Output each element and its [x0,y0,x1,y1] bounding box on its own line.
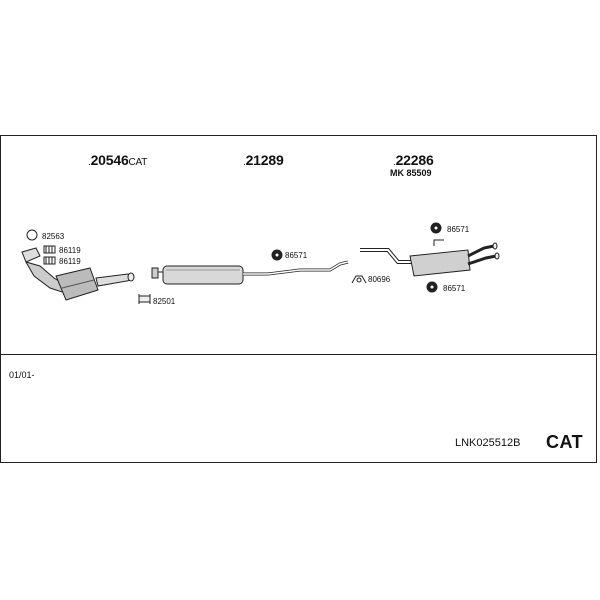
rubber-hanger-icon-b[interactable] [430,222,442,234]
clamp-ring-icon[interactable] [26,229,38,241]
kit-code: LNK025512B [455,437,521,449]
label-82501[interactable]: 82501 [153,297,176,306]
label-86571-c[interactable]: 86571 [443,284,466,293]
label-86571-a[interactable]: 86571 [285,251,308,260]
label-80696[interactable]: 80696 [368,275,391,284]
cat-badge: CAT [546,432,584,452]
section-divider [0,354,597,355]
label-86119-b[interactable]: 86119 [59,257,81,266]
label-86571-b[interactable]: 86571 [447,225,470,234]
middle-silencer[interactable] [151,260,349,285]
part-number-front[interactable]: .20546CAT [88,152,148,168]
diagram-frame [0,135,597,463]
clamp-82501-icon[interactable] [138,294,151,304]
front-pipe-catalyst[interactable] [21,247,135,301]
rear-silencer[interactable] [360,239,500,277]
mk-number: MK 85509 [390,168,432,178]
gasket-icon-b[interactable] [43,256,56,265]
part-number-rear[interactable]: .22286 [393,152,434,168]
label-82563[interactable]: 82563 [42,232,65,241]
label-86119-a[interactable]: 86119 [59,246,81,255]
gasket-icon-a[interactable] [43,245,56,254]
mount-80696-icon[interactable] [351,275,367,284]
validity-date: 01/01- [9,370,35,380]
rubber-hanger-icon-c[interactable] [426,281,438,293]
part-number-middle[interactable]: .21289 [243,152,284,168]
rubber-hanger-icon-a[interactable] [271,249,283,261]
